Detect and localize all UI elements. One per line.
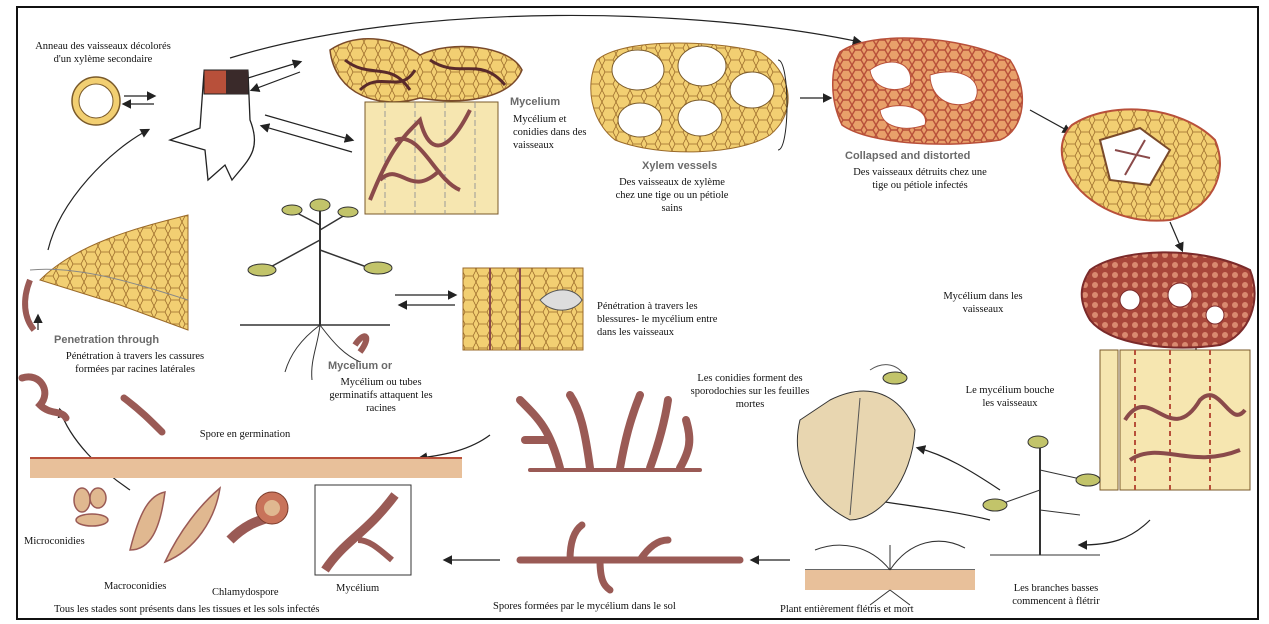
macro-conidia-icon xyxy=(130,488,220,562)
label-collapsed-en: Collapsed and distorted xyxy=(845,150,970,162)
label-tubes-germinatifs: Mycélium ou tubes germinatifs attaquent … xyxy=(316,376,446,415)
soil-line xyxy=(30,458,462,478)
label-plant-fletri: Plant entièrement flétris et mort xyxy=(780,603,914,616)
healthy-xylem-icon xyxy=(591,43,788,152)
micro-conidia-icon xyxy=(74,488,108,526)
vessel-ring-icon xyxy=(72,77,120,125)
label-mycelium-en: Mycelium xyxy=(510,96,560,108)
vessels-with-mycelium-icon xyxy=(1082,252,1255,347)
infected-stem-icon xyxy=(170,70,255,180)
infected-vessels-cluster-icon xyxy=(1062,109,1220,220)
vessel-plugged-icon xyxy=(1100,350,1250,490)
label-spores-formees: Spores formées par le mycélium dans le s… xyxy=(493,600,676,613)
soil-spores-icon xyxy=(520,525,740,590)
label-vaisseaux-detruits: Des vaisseaux détruits chez une tige ou … xyxy=(850,166,990,192)
label-mycelium-vaisseaux: Mycélium dans les vaisseaux xyxy=(928,290,1038,316)
wilting-plant-icon xyxy=(983,436,1100,555)
label-spore-germination: Spore en germination xyxy=(170,428,320,441)
label-mycelium-bouche: Le mycélium bouche les vaisseaux xyxy=(965,384,1055,410)
wound-penetration-icon xyxy=(463,268,583,350)
label-mycelium-box: Mycélium xyxy=(336,582,379,595)
collapsed-vessels-icon xyxy=(833,38,1023,144)
label-xyleme-sain: Des vaisseaux de xylème chez une tige ou… xyxy=(612,176,732,215)
cells-with-mycelium-icon xyxy=(330,39,522,102)
label-chlamydospore: Chlamydospore xyxy=(212,586,279,599)
label-penetration-en: Penetration through xyxy=(54,334,159,346)
label-macroconidies: Macroconidies xyxy=(104,580,166,593)
chlamydospore-icon xyxy=(230,492,288,540)
label-microconidies: Microconidies xyxy=(24,535,85,548)
mycelium-in-vessels-icon xyxy=(365,102,498,214)
label-penetration-blessures: Pénétration à travers les blessures- le … xyxy=(597,300,737,339)
sporodochia-icon xyxy=(520,395,700,470)
young-plant-icon xyxy=(240,199,392,380)
mycelium-box-icon xyxy=(315,485,411,575)
label-mycelium-or-en: Mycelium or xyxy=(328,360,392,372)
label-branches-basses: Les branches basses commencent à flétrir xyxy=(996,582,1116,608)
label-tous-stades: Tous les stades sont présents dans les t… xyxy=(54,603,320,616)
dead-leaf-icon xyxy=(797,365,915,520)
label-conidies-sporodochies: Les conidies forment des sporodochies su… xyxy=(690,372,810,411)
label-mycelium-conidies: Mycélium et conidies dans des vaisseaux xyxy=(513,113,593,152)
label-xylem-en: Xylem vessels xyxy=(642,160,717,172)
germinating-spore-icon xyxy=(22,377,162,432)
root-penetration-icon xyxy=(25,215,188,330)
label-anneau: Anneau des vaisseaux décolorés d'un xylè… xyxy=(28,40,178,66)
dead-plant-icon xyxy=(805,541,975,605)
label-penetration-cassures: Pénétration à travers les cassures formé… xyxy=(60,350,210,376)
